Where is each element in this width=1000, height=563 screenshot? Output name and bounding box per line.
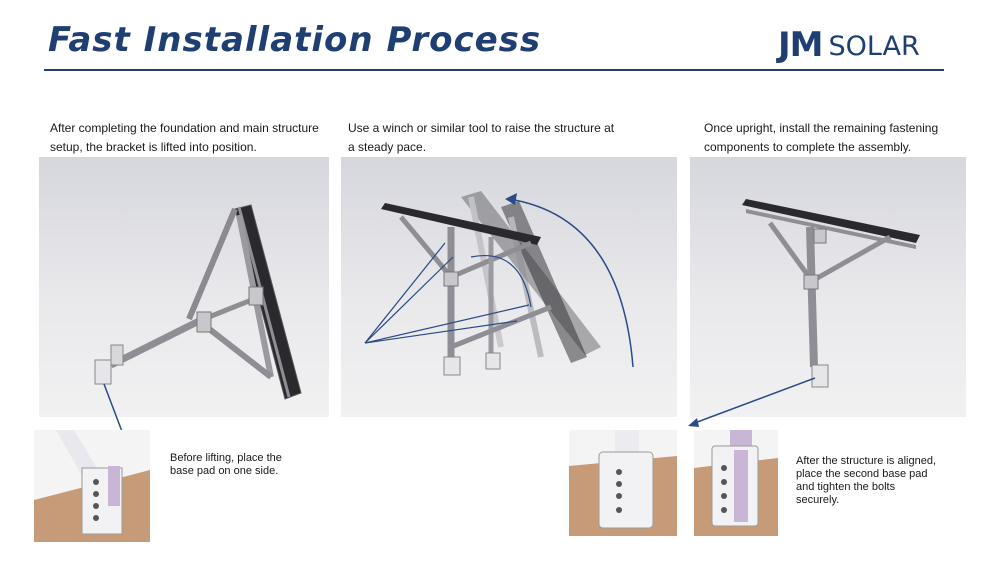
base-pad-inset-3 bbox=[694, 430, 778, 536]
step-2-caption: Use a winch or similar tool to raise the… bbox=[348, 121, 615, 154]
base-pad-inset-1 bbox=[34, 430, 150, 542]
step-1-image bbox=[39, 157, 329, 417]
logo-solar: SOLAR bbox=[828, 31, 920, 62]
step-2-image bbox=[341, 157, 677, 417]
title-underline bbox=[44, 69, 944, 71]
step-3-caption: Once upright, install the remaining fast… bbox=[704, 121, 939, 154]
page-title: Fast Installation Process bbox=[48, 20, 542, 60]
step-3-image bbox=[690, 157, 966, 417]
base-pad-inset-2 bbox=[569, 430, 677, 536]
after-aligned-note: After the structure is aligned, place th… bbox=[796, 455, 937, 506]
step-1-caption: After completing the foundation and main… bbox=[50, 121, 319, 154]
before-lifting-note: Before lifting, place the base pad on on… bbox=[170, 452, 282, 477]
jm-solar-logo: JM SOLAR bbox=[778, 28, 920, 62]
logo-jm: JM bbox=[778, 25, 823, 65]
